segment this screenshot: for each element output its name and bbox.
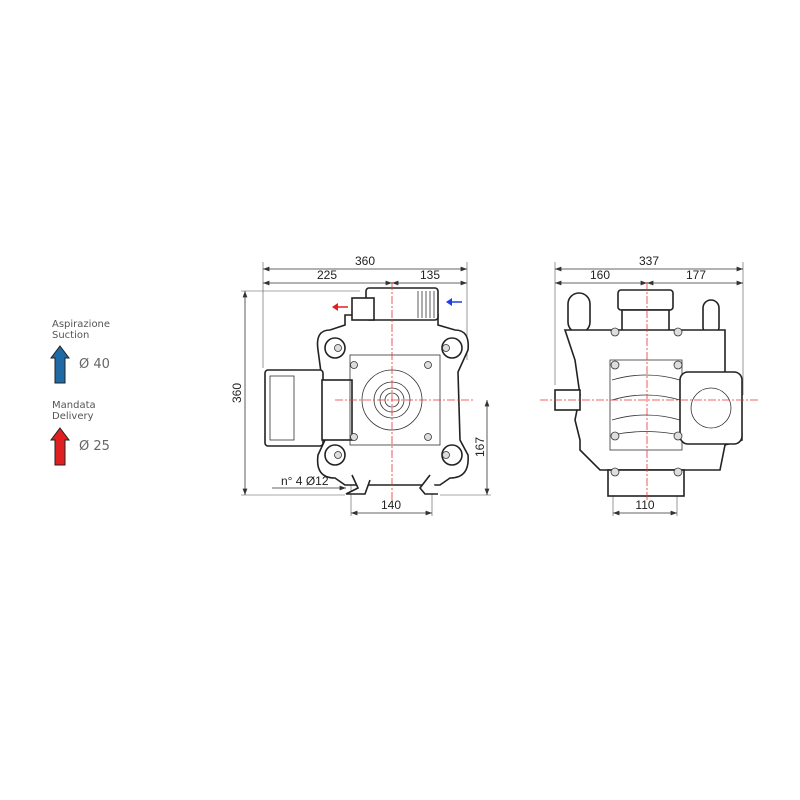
mounting-holes-note: n° 4 Ø12 — [281, 474, 329, 488]
side-left-width: 160 — [590, 268, 610, 282]
suction-flow-arrow-icon — [446, 298, 462, 306]
delivery-label-en: Delivery — [52, 411, 94, 422]
side-view: 337 160 177 110 — [540, 254, 760, 516]
front-left-width: 225 — [317, 268, 337, 282]
front-overall-height: 360 — [230, 383, 244, 403]
front-axis-height: 167 — [473, 437, 487, 457]
delivery-flow-arrow-icon — [332, 303, 348, 311]
suction-label-en: Suction — [52, 330, 89, 341]
suction-diameter: Ø 40 — [79, 357, 110, 372]
front-view: 360 225 135 360 167 140 n° 4 Ø12 — [230, 254, 491, 516]
suction-label-it: Aspirazione — [52, 319, 110, 330]
side-overall-width: 337 — [639, 254, 659, 268]
front-overall-width: 360 — [355, 254, 375, 268]
legend-suction: Aspirazione Suction Ø 40 — [50, 319, 110, 384]
delivery-diameter: Ø 25 — [79, 439, 110, 454]
suction-arrow-icon — [50, 345, 70, 384]
side-right-width: 177 — [686, 268, 706, 282]
delivery-label-it: Mandata — [52, 400, 96, 411]
legend-delivery: Mandata Delivery Ø 25 — [50, 400, 110, 466]
front-right-width: 135 — [420, 268, 440, 282]
delivery-arrow-icon — [50, 427, 70, 466]
side-base-width: 110 — [635, 498, 654, 512]
front-feet-spacing: 140 — [381, 498, 401, 512]
